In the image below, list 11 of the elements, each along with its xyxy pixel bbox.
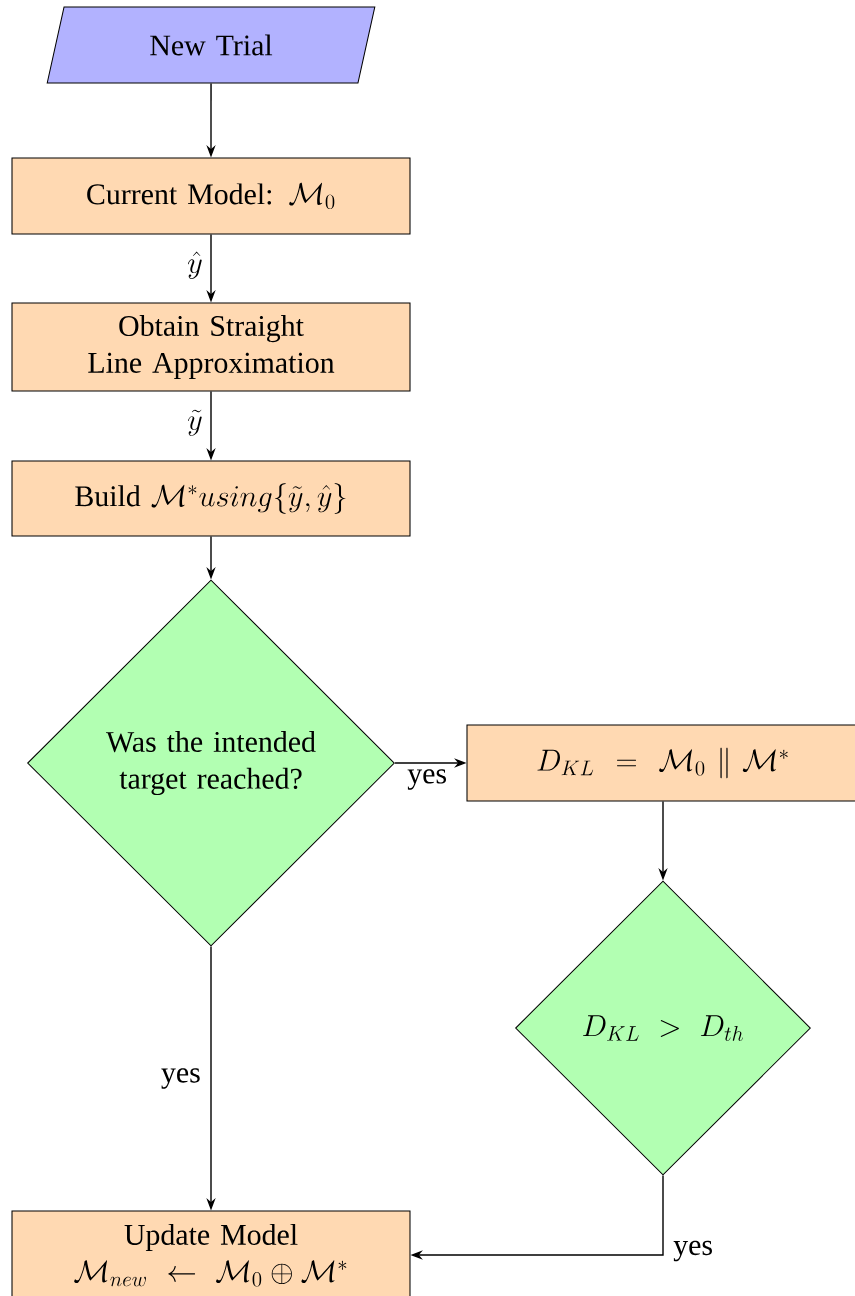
edge-label: yes [407,769,446,790]
edge-label: $\hat{y}$ [188,251,202,279]
input-parallelogram: New Trial [46,6,376,84]
edge-label: $\tilde{y}$ [188,409,202,436]
process-box: Update Model $\mathcal{M}_{new} \;\leftarrow\; \mathcal{M}_0 \oplus \mathcal{M}^{*}$ [11,1210,411,1296]
process-box: $D_{KL} \;=\; \mathcal{M}_0 \;\|\; \mathcal{M}^{*}$ [466,724,855,802]
process-box: $\text{Current Model: }\mathcal{M}_0$ [11,157,411,235]
edge-label: yes [161,1068,200,1089]
edge-label: yes [673,1240,712,1262]
process-box: Obtain Straight Line Approximation [11,302,411,392]
process-box: $\text{Build }\mathcal{M}^{*} using\{\tilde{y},\hat{y}\}$ [11,460,411,537]
